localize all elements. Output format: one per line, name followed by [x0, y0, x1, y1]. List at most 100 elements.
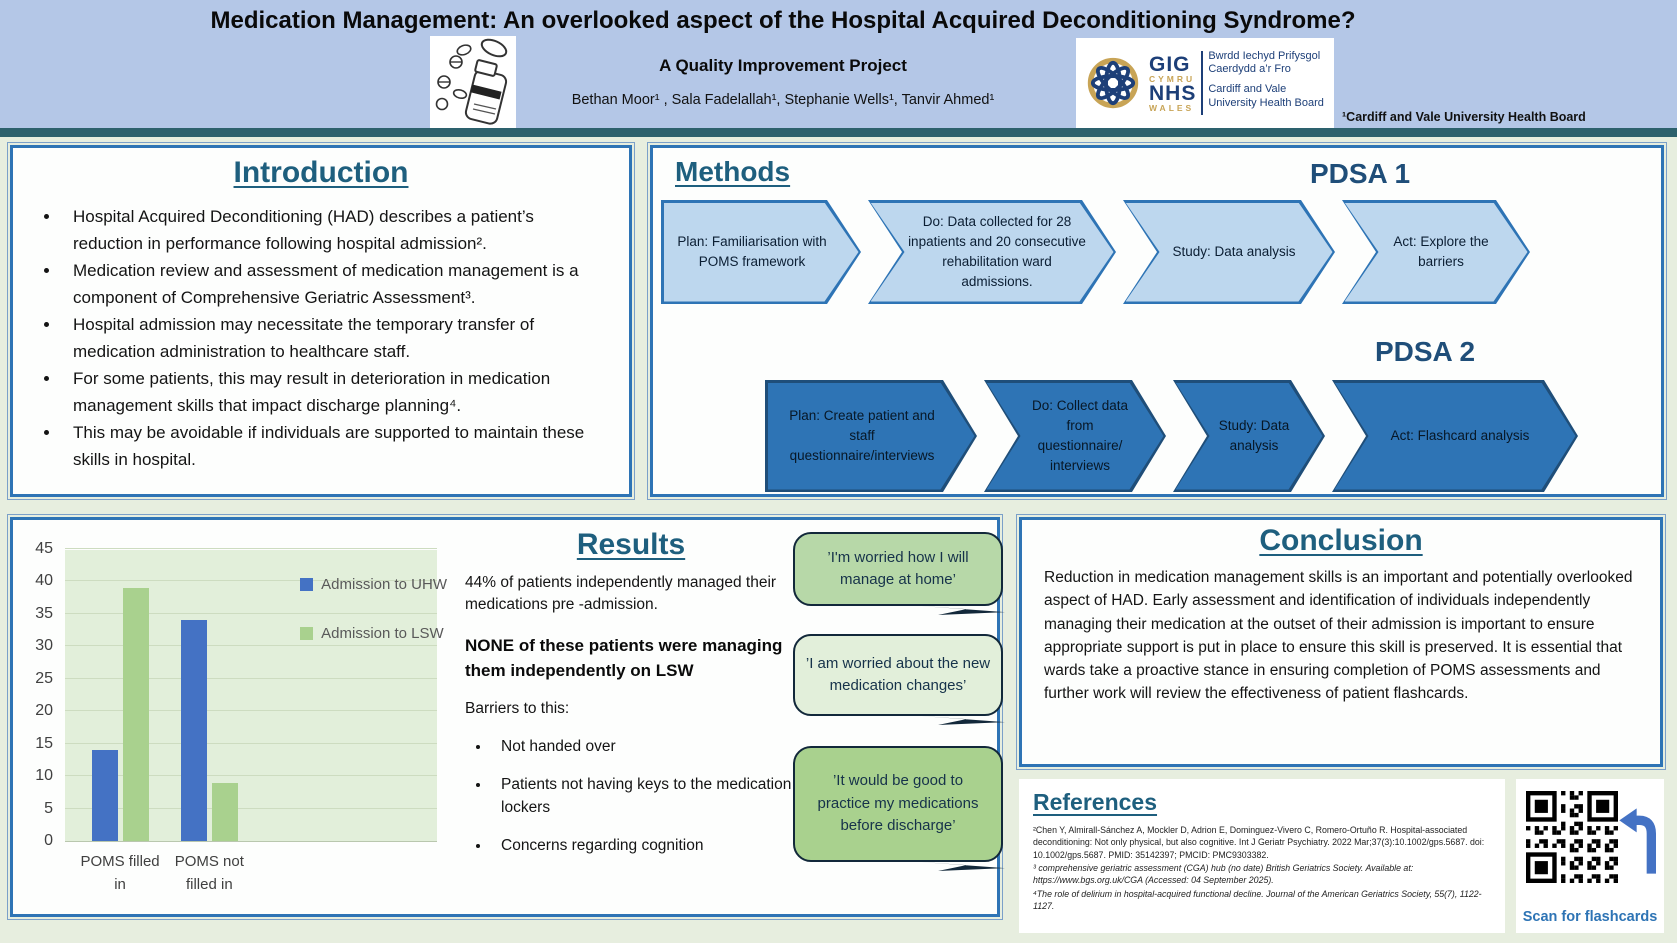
references-list: ²Chen Y, Almirall-Sánchez A, Mockler D, … — [1019, 824, 1505, 912]
references-panel: References ²Chen Y, Almirall-Sánchez A, … — [1019, 779, 1505, 933]
chart-plot-area — [65, 548, 437, 842]
quote-bubble: ’I'm worried how I will manage at home’ — [793, 532, 1003, 606]
gridline — [65, 710, 437, 712]
chart-y-axis: 0 5 10 15 20 25 30 35 40 45 — [19, 540, 59, 849]
x-category-label: POMS not filled in — [174, 853, 244, 894]
y-tick-label: 30 — [35, 637, 53, 655]
reference-item: ²Chen Y, Almirall-Sánchez A, Mockler D, … — [1033, 825, 1485, 860]
gridline — [65, 580, 437, 582]
results-paragraph-1: 44% of patients independently managed th… — [465, 574, 777, 614]
gridline — [65, 612, 437, 614]
list-item: Medication review and assessment of medi… — [61, 258, 603, 311]
introduction-heading: Introduction — [233, 156, 409, 189]
results-heading: Results — [576, 528, 686, 561]
logo-nhs-text: NHS — [1149, 82, 1197, 105]
chart-bar — [211, 782, 238, 841]
scan-for-flashcards-caption: Scan for flashcards — [1522, 909, 1658, 925]
poster-authors: Bethan Moor¹ , Sala Fadelallah¹, Stephan… — [571, 92, 995, 108]
reference-item: ³ comprehensive geriatric assessment (CG… — [1033, 862, 1414, 886]
chart-bar — [122, 587, 149, 841]
pill-bottle-image — [430, 36, 516, 128]
legend-label: Admission to UHW — [321, 576, 447, 593]
logo-english-line1: Cardiff and Vale — [1208, 83, 1287, 95]
gridline — [65, 548, 437, 549]
results-paragraph-2: NONE of these patients were managing the… — [465, 635, 783, 681]
logo-english-line2: University Health Board — [1208, 96, 1324, 109]
reference-item: ⁴The role of delirium in hospital-acquir… — [1033, 888, 1482, 911]
logo-cymru-text: CYMRU — [1149, 73, 1196, 84]
y-tick-label: 10 — [35, 767, 53, 785]
qr-code — [1526, 791, 1618, 883]
methods-heading: Methods — [675, 156, 791, 187]
references-heading: References — [1033, 789, 1158, 815]
qr-panel: Scan for flashcards — [1516, 779, 1664, 933]
logo-welsh-line1: Bwrdd Iechyd Prifysgol — [1208, 49, 1321, 62]
barriers-label: Barriers to this: — [465, 699, 570, 717]
introduction-panel: Introduction Hospital Acquired Deconditi… — [7, 142, 635, 500]
curved-arrow-icon — [1619, 808, 1656, 874]
header: Medication Management: An overlooked asp… — [0, 0, 1677, 128]
list-item: This may be avoidable if individuals are… — [61, 420, 603, 473]
y-tick-label: 20 — [35, 702, 53, 720]
chevron-step: Study: Data analysis — [1173, 380, 1325, 492]
conclusion-text: Reduction in medication management skill… — [1044, 569, 1633, 703]
y-tick-label: 0 — [44, 832, 53, 849]
pdsa1-chevrons: Plan: Familiarisation with POMS framewor… — [661, 200, 1530, 304]
conclusion-heading: Conclusion — [1259, 524, 1423, 557]
chevron-step: Do: Data collected for 28 inpatients and… — [868, 200, 1116, 304]
y-tick-label: 40 — [35, 572, 53, 590]
legend-item: Admission to UHW — [300, 576, 447, 593]
chevron-step: Act: Flashcard analysis — [1332, 380, 1578, 492]
list-item: Concerns regarding cognition — [491, 835, 797, 857]
logo-divider — [1201, 51, 1204, 115]
y-tick-label: 25 — [35, 669, 53, 687]
y-tick-label: 15 — [35, 734, 53, 752]
y-tick-label: 45 — [35, 540, 53, 557]
list-item: Hospital Acquired Deconditioning (HAD) d… — [61, 204, 603, 257]
legend-item: Admission to LSW — [300, 625, 447, 642]
gridline — [65, 807, 437, 809]
list-item: Not handed over — [491, 736, 797, 758]
legend-swatch — [300, 627, 314, 640]
chevron-step: Plan: Familiarisation with POMS framewor… — [661, 200, 861, 304]
pdsa2-label: PDSA 2 — [1374, 336, 1476, 367]
chart-legend: Admission to UHW Admission to LSW — [300, 576, 447, 674]
header-divider-bar — [0, 128, 1677, 137]
y-tick-label: 5 — [44, 799, 53, 817]
y-tick-label: 35 — [35, 604, 53, 622]
poster-title: Medication Management: An overlooked asp… — [210, 7, 1356, 34]
logo-gig-text: GIG — [1149, 52, 1191, 76]
chevron-step: Do: Collect data from questionnaire/ int… — [984, 380, 1166, 492]
list-item: Hospital admission may necessitate the t… — [61, 312, 603, 365]
pdsa2-chevrons: Plan: Create patient and staff questionn… — [765, 380, 1578, 492]
gridline — [65, 677, 437, 679]
logo-gig-nhs: GIG CYMRU NHS WALES — [1149, 54, 1196, 113]
gridline — [65, 645, 437, 647]
methods-panel: Methods PDSA 1 Plan: Familiarisation wit… — [647, 142, 1667, 500]
list-item: Patients not having keys to the medicati… — [491, 774, 797, 819]
poster-subtitle: A Quality Improvement Project — [659, 56, 907, 75]
chevron-step: Plan: Create patient and staff questionn… — [765, 380, 977, 492]
affiliation-footnote: ¹Cardiff and Vale University Health Boar… — [1342, 110, 1586, 124]
nhs-wales-logo: GIG CYMRU NHS WALES Bwrdd Iechyd Prifysg… — [1076, 38, 1334, 128]
pill-bottle-icon — [435, 38, 508, 125]
results-text: Results 44% of patients independently ma… — [465, 528, 797, 874]
legend-label: Admission to LSW — [321, 625, 444, 642]
x-category-label: POMS filled in — [80, 853, 160, 894]
celtic-knot-icon — [1087, 57, 1139, 109]
conclusion-panel: Conclusion Reduction in medication manag… — [1016, 514, 1666, 770]
chevron-step: Act: Explore the barriers — [1342, 200, 1530, 304]
quote-bubble: ’It would be good to practice my medicat… — [793, 746, 1003, 862]
quote-bubble: ’I am worried about the new medication c… — [793, 634, 1003, 716]
logo-board-names: Bwrdd Iechyd Prifysgol Caerdydd a’r Fro … — [1208, 50, 1324, 117]
barriers-list: Not handed overPatients not having keys … — [491, 736, 797, 858]
pdsa1-label: PDSA 1 — [1309, 158, 1411, 189]
chart-bar — [180, 620, 207, 841]
quote-bubbles: ’I'm worried how I will manage at home’ ’… — [793, 532, 1003, 862]
introduction-bullets: Hospital Acquired Deconditioning (HAD) d… — [61, 204, 603, 473]
chevron-step: Study: Data analysis — [1123, 200, 1335, 304]
gridline — [65, 742, 437, 744]
